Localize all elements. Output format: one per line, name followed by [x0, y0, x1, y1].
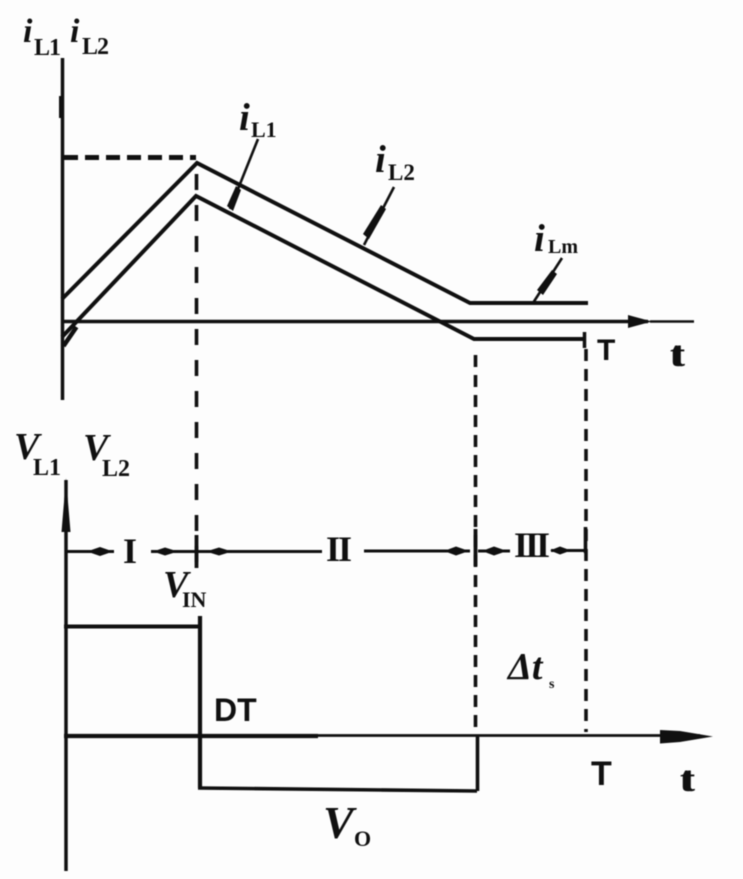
- svg-text:I: I: [123, 531, 137, 571]
- svg-text:t: t: [673, 334, 685, 374]
- svg-text:t: t: [670, 334, 682, 374]
- svg-text:t: t: [683, 759, 695, 799]
- svg-text:Lm: Lm: [548, 236, 578, 258]
- svg-text:i: i: [534, 217, 545, 260]
- svg-text:L1: L1: [34, 35, 60, 61]
- svg-text:t: t: [680, 759, 692, 799]
- svg-text:i: i: [70, 13, 80, 50]
- svg-text:i: i: [23, 13, 33, 50]
- svg-text:T: T: [597, 334, 615, 367]
- svg-text:V: V: [83, 427, 111, 469]
- svg-text:V: V: [163, 564, 191, 606]
- svg-text:L1: L1: [251, 117, 277, 142]
- svg-text:L2: L2: [388, 160, 415, 185]
- svg-text:L2: L2: [82, 34, 108, 60]
- svg-text:Δt: Δt: [506, 646, 544, 688]
- svg-text:L2: L2: [102, 456, 130, 482]
- svg-text:III: III: [514, 525, 549, 565]
- svg-text:V: V: [323, 797, 357, 848]
- svg-text:IN: IN: [182, 587, 207, 612]
- svg-text:T: T: [591, 755, 612, 793]
- svg-text:II: II: [326, 529, 351, 569]
- svg-text:i: i: [375, 138, 386, 181]
- svg-text:DT: DT: [214, 692, 257, 728]
- svg-text:V: V: [14, 426, 42, 468]
- svg-text:i: i: [239, 96, 250, 139]
- svg-text:L1: L1: [33, 455, 61, 481]
- svg-text:s: s: [549, 677, 555, 692]
- svg-text:O: O: [354, 826, 371, 851]
